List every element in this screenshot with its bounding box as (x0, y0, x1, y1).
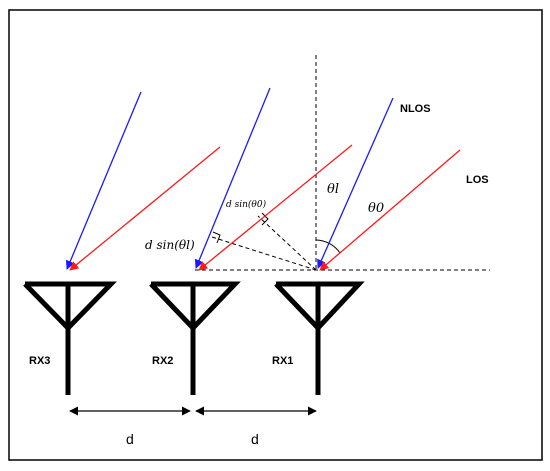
antenna-rx1-icon (274, 281, 365, 395)
spacing-label-1: d (126, 431, 134, 447)
rx2-label: RX2 (152, 355, 173, 367)
nlos-ray-rx1 (317, 97, 394, 269)
nlos-ray-rx2 (194, 87, 271, 269)
los-ray-rx3 (69, 146, 221, 271)
antenna-rx3-icon (23, 281, 117, 395)
right-angle-marker-nlos (212, 231, 221, 244)
rx1-label: RX1 (272, 355, 293, 367)
d-sin-theta-l-label: d sin(θl) (145, 238, 195, 252)
los-ray-rx1 (319, 149, 461, 271)
nlos-label: NLOS (400, 103, 431, 115)
angle-arc-theta-0 (315, 239, 341, 254)
d-sin-theta-0-label: d sin(θ0) (226, 199, 267, 210)
theta-l-label: θl (327, 182, 339, 197)
los-label: LOS (466, 174, 489, 186)
diagram-frame (8, 9, 543, 461)
rx3-label: RX3 (29, 355, 50, 367)
los-ray-rx2 (198, 144, 353, 271)
theta-0-label: θ0 (368, 201, 384, 216)
antenna-rx2-icon (149, 281, 241, 395)
nlos-ray-rx3 (65, 91, 142, 270)
spacing-label-2: d (251, 431, 259, 447)
right-angle-marker-los (261, 212, 269, 226)
projection-line-los (257, 215, 317, 271)
projection-line-nlos (211, 236, 317, 271)
